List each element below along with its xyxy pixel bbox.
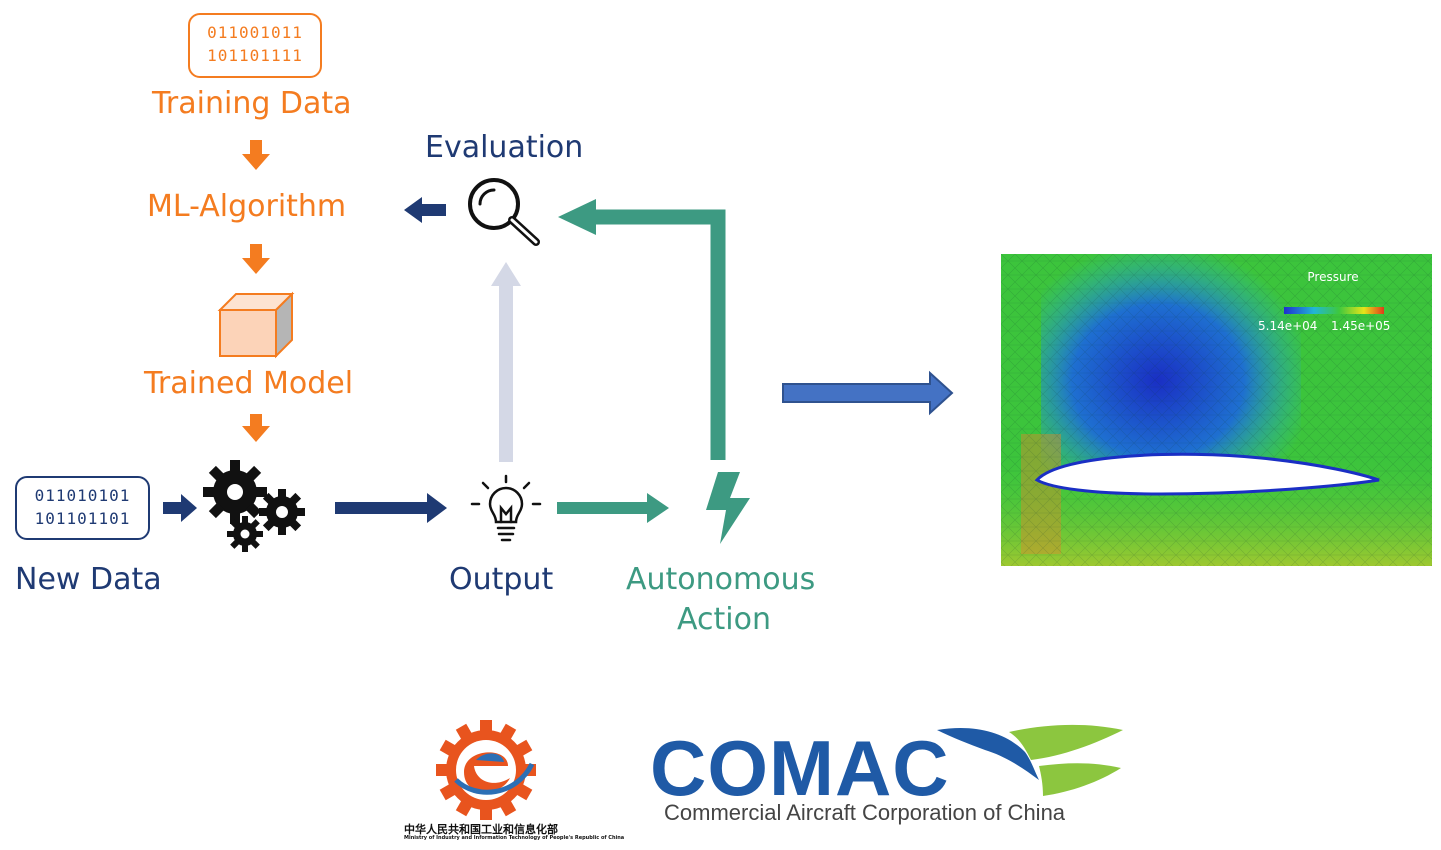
miit-logo: [436, 720, 536, 820]
autonomous-action-label-line-2: Action: [677, 602, 771, 637]
arrow-right-icon: [782, 370, 954, 416]
arrow-down-icon: [242, 414, 270, 442]
arrow-left-icon: [404, 197, 446, 223]
comac-wing-icon: [937, 724, 1123, 796]
cfd-pressure-field-image: Pressure 5.14e+04 1.45e+05: [1001, 254, 1432, 566]
new-binary-line-2: 101101101: [34, 509, 131, 528]
arrow-down-icon: [242, 244, 270, 274]
gears-icon: [203, 460, 305, 552]
feedback-arrow-icon: [558, 199, 726, 460]
legend-colorbar: [1284, 307, 1384, 314]
legend-max: 1.45e+05: [1331, 319, 1390, 333]
new-data-label: New Data: [15, 562, 162, 597]
lightning-icon: [706, 472, 750, 544]
training-binary-line-1: 011001011: [207, 23, 303, 42]
arrow-up-icon: [491, 262, 521, 462]
comac-wordmark: COMAC: [650, 724, 950, 812]
lightbulb-icon: [470, 474, 542, 542]
autonomous-action-label-line-1: Autonomous: [626, 562, 816, 597]
legend-min: 5.14e+04: [1258, 319, 1317, 333]
arrow-down-icon: [242, 140, 270, 170]
miit-chinese-name: 中华人民共和国工业和信息化部: [404, 823, 558, 836]
arrow-right-icon: [557, 493, 669, 523]
evaluation-label: Evaluation: [425, 130, 584, 165]
new-binary-line-1: 011010101: [34, 486, 131, 505]
magnifier-icon: [468, 178, 540, 246]
miit-english-name: Ministry of Industry and Information Tec…: [404, 835, 625, 841]
comac-full-name: Commercial Aircraft Corporation of China: [664, 800, 1066, 825]
training-data-label: Training Data: [152, 86, 352, 121]
legend-title: Pressure: [1307, 270, 1358, 284]
new-data-binary-icon: 011010101 101101101: [15, 476, 150, 540]
ml-algorithm-label: ML-Algorithm: [147, 189, 347, 224]
cube-icon: [217, 291, 295, 359]
training-binary-line-2: 101101111: [207, 46, 303, 65]
training-data-binary-icon: 011001011 101101111: [188, 13, 322, 78]
arrow-right-icon: [335, 493, 447, 523]
arrow-right-icon: [163, 494, 197, 522]
trained-model-label: Trained Model: [144, 366, 354, 401]
output-label: Output: [449, 562, 554, 597]
